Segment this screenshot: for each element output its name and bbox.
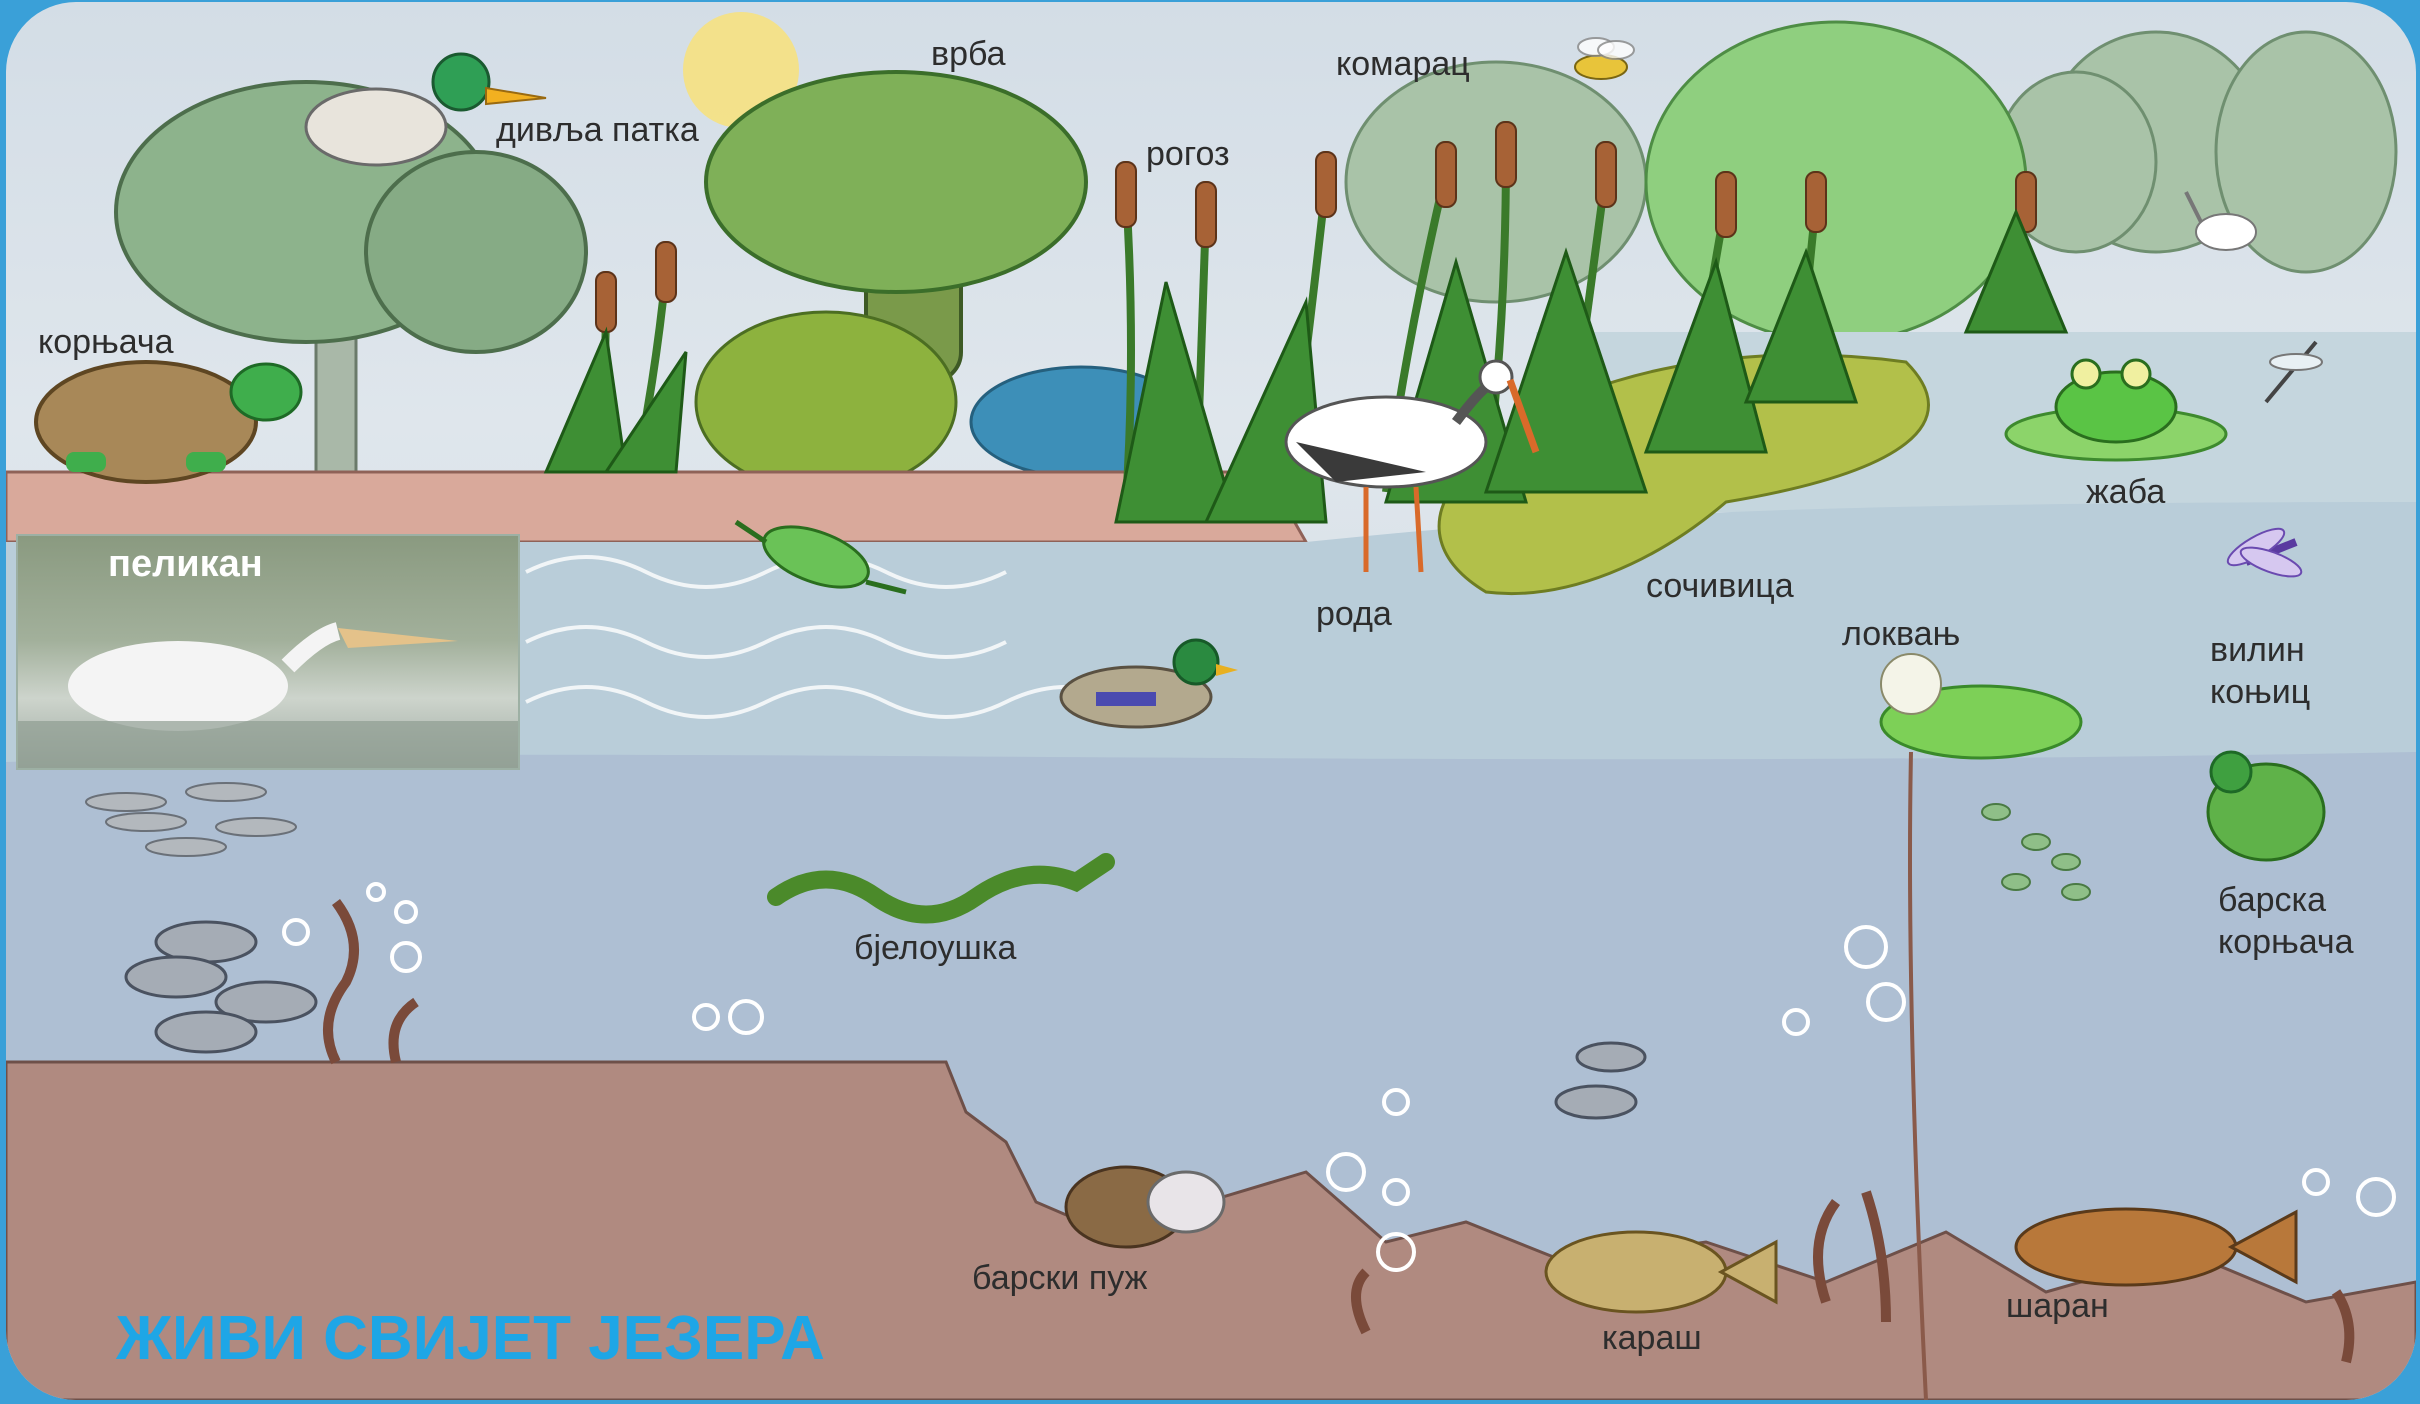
label-wild-duck: дивља патка [496,110,699,150]
label-dragonfly-line1: вилин [2210,630,2305,670]
lake-bank [6,472,1306,542]
label-pond-turtle-line2: корњача [2218,922,2354,962]
label-snail: барски пуж [972,1258,1147,1298]
page-title: ЖИВИ СВИЈЕТ ЈЕЗЕРА [116,1304,825,1374]
label-turtle: корњача [38,322,174,362]
turtle-icon [36,362,301,482]
label-mosquito: комарац [1336,44,1470,84]
mosquito-icon [1575,38,1634,79]
label-snake: бјелоушка [854,928,1016,968]
scene-frame: пеликан дивља патка врба комарац рогоз к… [6,2,2416,1400]
bush [696,312,956,492]
label-crucian-carp: караш [1602,1318,1702,1358]
label-water-lily: локвањ [1842,614,1960,654]
label-willow: врба [931,34,1006,74]
label-cattail: рогоз [1146,134,1230,174]
label-duckweed: сочивица [1646,566,1794,606]
label-pond-turtle-line1: барска [2218,880,2326,920]
label-carp: шаран [2006,1286,2109,1326]
pelican-caption: пеликан [108,542,263,586]
label-dragonfly-line2: коњиц [2210,672,2310,712]
label-frog: жаба [2086,472,2165,512]
label-stork: рода [1316,594,1392,634]
pelican-photo: пеликан [16,534,520,770]
pelican-icon [18,536,518,768]
